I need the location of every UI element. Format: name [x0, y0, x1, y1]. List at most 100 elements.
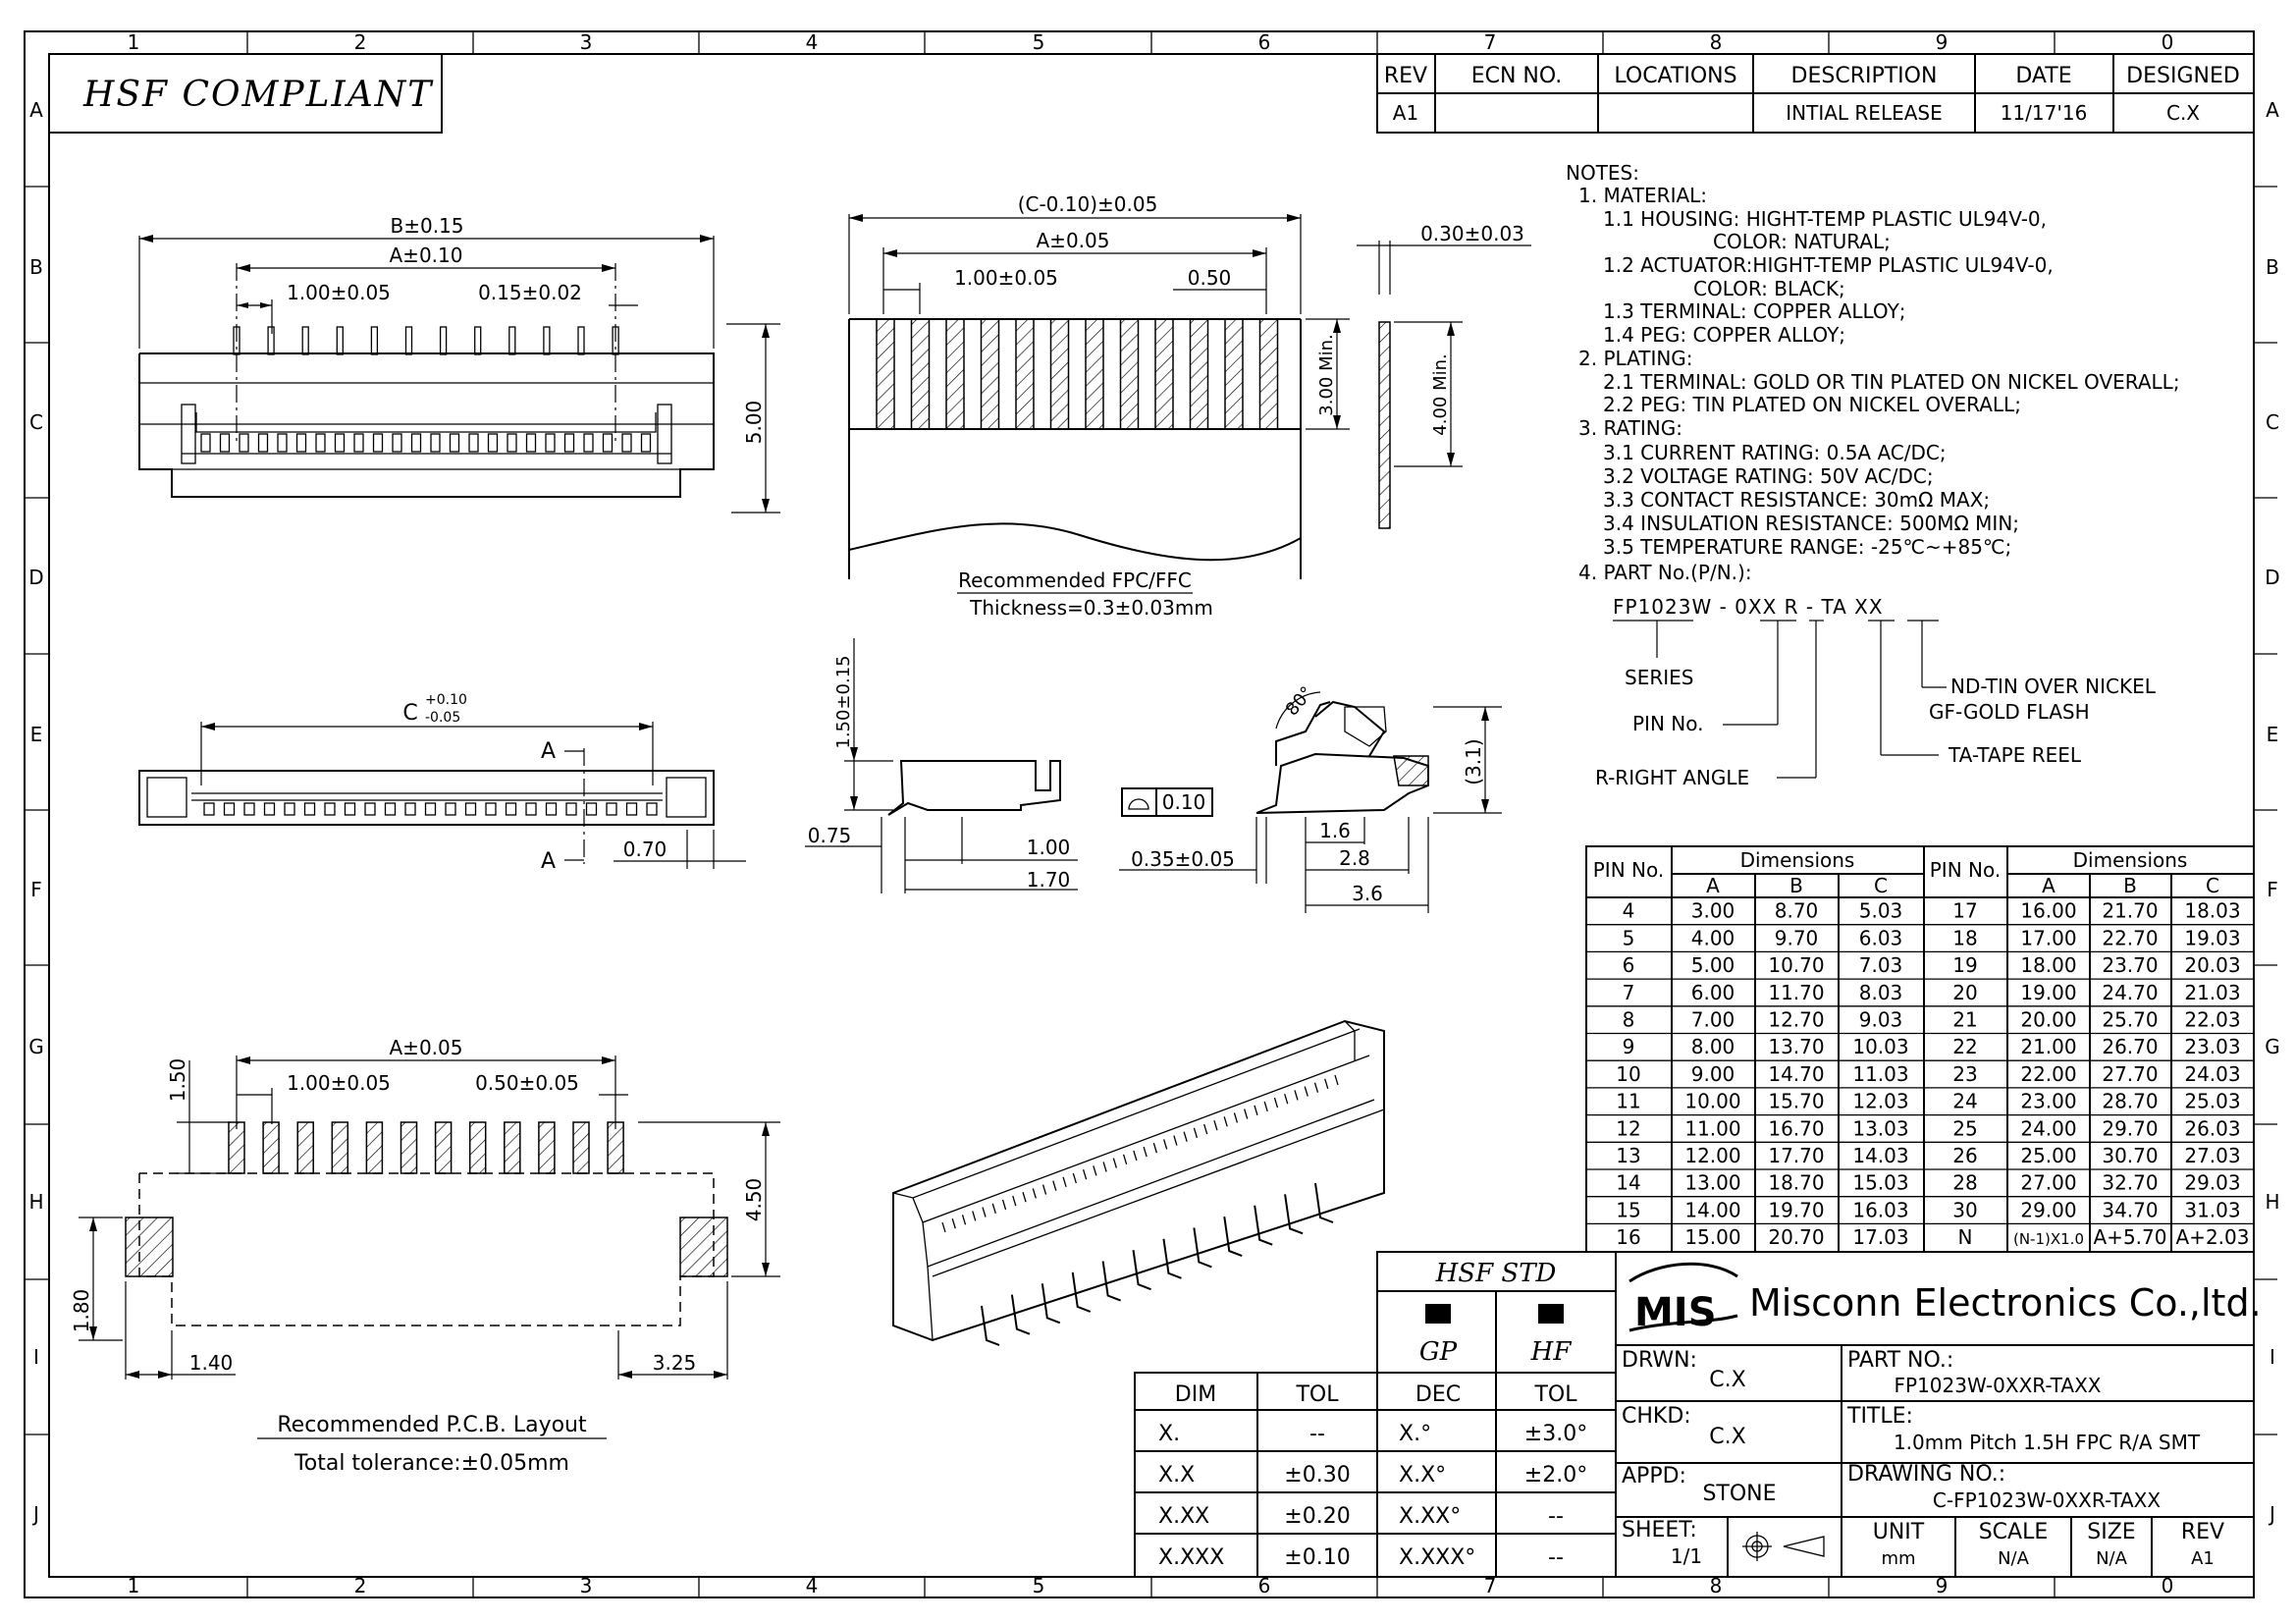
column-label-top: 6 [1258, 30, 1271, 54]
sub-a-left: A [1706, 874, 1720, 897]
date-value: 11/17'16 [2001, 101, 2088, 125]
note-actuator-color: COLOR: BLACK; [1693, 277, 1845, 300]
top-tooth [621, 433, 632, 453]
gp-label: GP [1419, 1337, 1458, 1367]
note-contact-res: 3.3 CONTACT RESISTANCE: 30mΩ MAX; [1603, 488, 1990, 512]
iso-slot [1294, 1090, 1299, 1101]
pcb-pad [434, 1121, 453, 1174]
pin-cell: 14.00 [1684, 1198, 1740, 1221]
fpc-stripe [1224, 318, 1244, 430]
front-pin [243, 802, 255, 816]
pin-header-right: PIN No. [1930, 858, 2001, 882]
company-name: Misconn Electronics Co.,ltd. [1749, 1281, 2262, 1325]
front-pin [364, 802, 376, 816]
pin-cell: 5.03 [1859, 899, 1903, 923]
dim-front-c-upper: +0.10 [425, 692, 467, 708]
top-tooth [277, 433, 288, 453]
designed-header: DESIGNED [2126, 64, 2240, 88]
section-mark-top: A [541, 739, 556, 764]
column-label-bottom: 4 [806, 1574, 819, 1597]
iso-slot [1324, 1078, 1329, 1090]
iso-lead [1010, 1294, 1031, 1335]
top-pin [474, 326, 482, 355]
iso-slot [1254, 1105, 1258, 1115]
pin-cell: 24.00 [2020, 1116, 2076, 1140]
iso-slot [1001, 1199, 1007, 1211]
fpc-stripe [1015, 318, 1035, 430]
pin-cell: 34.70 [2102, 1198, 2158, 1221]
column-label-bottom: 5 [1033, 1574, 1045, 1597]
sub-c-right: C [2206, 874, 2219, 897]
row-label-right: G [2265, 1035, 2280, 1058]
iso-slot [1334, 1074, 1339, 1086]
iso-slot [1203, 1123, 1208, 1135]
flatness-value: 0.10 [1162, 790, 1206, 814]
dim-side-100: 1.00 [1027, 836, 1071, 859]
pin-cell: 11.70 [1768, 981, 1824, 1004]
section-mark-bottom: A [541, 849, 556, 874]
front-pin [505, 802, 517, 816]
appd-value: STONE [1702, 1482, 1776, 1506]
pin-dimension-table: PIN No. PIN No. Dimensions Dimensions A … [1585, 845, 2255, 1253]
pin-cell: 24.03 [2184, 1062, 2240, 1086]
note-peg-plating: 2.2 PEG: TIN PLATED ON NICKEL OVERALL; [1603, 393, 2021, 416]
title-label: TITLE: [1846, 1404, 1913, 1429]
note-terminal-plating: 2.1 TERMINAL: GOLD OR TIN PLATED ON NICK… [1603, 370, 2180, 394]
pin-cell: 18 [1952, 926, 1977, 949]
front-pin [565, 802, 577, 816]
pin-cell: 26.70 [2102, 1035, 2158, 1058]
iso-slot [1062, 1176, 1067, 1188]
fpc-contact-stripes [876, 318, 1279, 430]
tol-row-4-tol: ±0.10 [1284, 1545, 1350, 1570]
pin-cell: 11 [1616, 1090, 1640, 1113]
note-temperature: 3.5 TEMPERATURE RANGE: -25℃~+85℃; [1603, 535, 2011, 559]
fpc-stripe [945, 318, 965, 430]
pin-cell: 13 [1616, 1144, 1640, 1167]
top-pin [577, 326, 585, 355]
plating-label-1: ND-TIN OVER NICKEL [1950, 675, 2157, 698]
pin-cell: 8.03 [1859, 981, 1903, 1004]
pin-cell: 32.70 [2102, 1171, 2158, 1195]
top-tooth [219, 433, 231, 453]
hsf-compliant-badge: HSF COMPLIANT [48, 53, 443, 134]
pin-cell: 4.00 [1691, 926, 1735, 949]
hsf-title: HSF STD [1435, 1259, 1557, 1288]
pin-cell: 9.03 [1859, 1008, 1903, 1032]
dim-fpc-a: A±0.05 [1037, 229, 1110, 252]
pin-cell: 19.00 [2020, 981, 2076, 1004]
pin-cell: 25.70 [2102, 1008, 2158, 1032]
connector-top-view: B±0.15 A±0.10 1.00±0.05 0.15±0.02 5.00 [138, 214, 780, 514]
pin-cell: 30 [1952, 1198, 1977, 1221]
pin-cell: 22.00 [2020, 1062, 2076, 1086]
pin-cell: 21.70 [2102, 899, 2158, 923]
pcb-layout: A±0.05 1.00±0.05 0.50±0.05 1.50 4.50 1.8… [70, 1036, 780, 1476]
top-view-teeth [200, 433, 652, 453]
hsf-row-1-dec: X.° [1399, 1422, 1431, 1446]
top-tooth [295, 433, 307, 453]
sheet-label: SHEET: [1622, 1518, 1697, 1542]
iso-slot [941, 1221, 946, 1233]
iso-slot [1313, 1082, 1319, 1093]
front-pin [625, 802, 638, 816]
note-plating: 2. PLATING: [1578, 347, 1693, 370]
column-label-top: 1 [128, 30, 140, 54]
dim-pcb-450: 4.50 [742, 1178, 766, 1222]
note-terminal: 1.3 TERMINAL: COPPER ALLOY; [1603, 299, 1906, 323]
pin-cell: 14.70 [1768, 1062, 1824, 1086]
pin-cell: 17 [1952, 899, 1977, 923]
pin-cell: 5.00 [1691, 953, 1735, 977]
fpc-stripe [1049, 318, 1070, 430]
top-tooth [410, 433, 422, 453]
note-housing: 1.1 HOUSING: HIGHT-TEMP PLASTIC UL94V-0, [1603, 207, 2047, 231]
rev-value-tb: A1 [2191, 1548, 2215, 1569]
top-tooth [200, 433, 211, 453]
gp-marker [1425, 1304, 1451, 1324]
iso-lead [1132, 1250, 1151, 1291]
pin-cell: 16.70 [1768, 1116, 1824, 1140]
front-pin [525, 802, 537, 816]
pin-cell: 29.00 [2020, 1198, 2076, 1221]
iso-slot [1022, 1192, 1027, 1203]
tol-row-1-dim: X. [1158, 1422, 1180, 1446]
